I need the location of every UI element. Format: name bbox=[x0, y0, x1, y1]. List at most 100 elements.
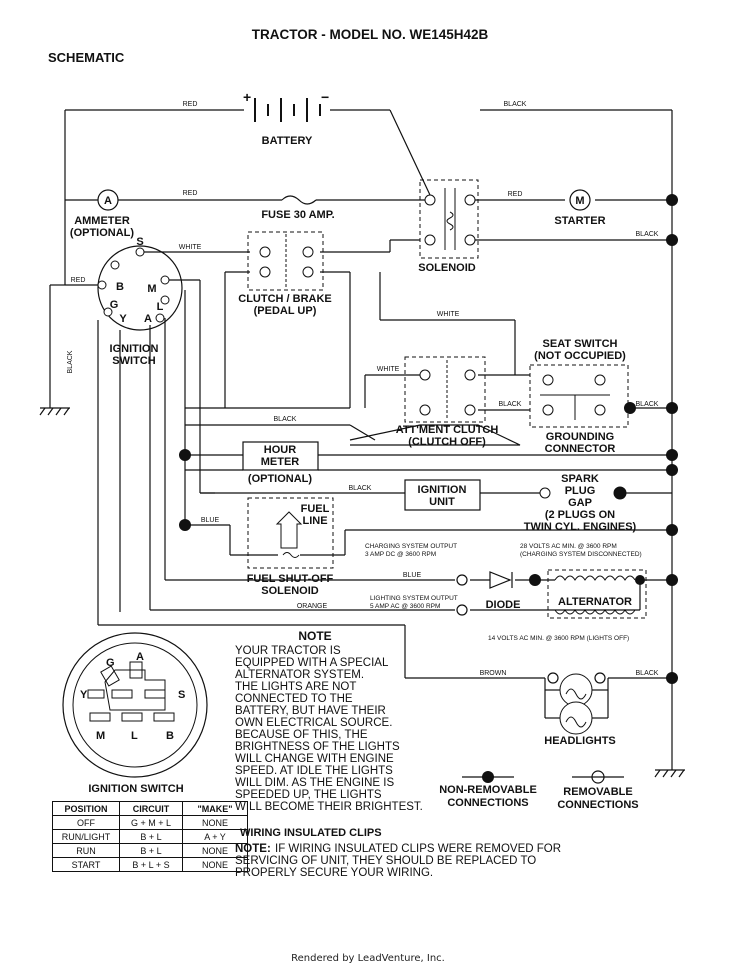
seat-switch-label: SEAT SWITCH bbox=[543, 338, 618, 350]
ignition-unit-sub: UNIT bbox=[429, 496, 455, 508]
table-cell: OFF bbox=[52, 815, 120, 830]
ignition-switch-sub: SWITCH bbox=[112, 355, 155, 367]
switch-letter-a: A bbox=[136, 651, 144, 663]
wire-red-4: RED bbox=[71, 277, 86, 284]
battery-symbol bbox=[254, 98, 321, 122]
table-cell: NONE bbox=[182, 857, 248, 872]
note-line: ALTERNATOR SYSTEM. bbox=[235, 669, 364, 681]
wire-red-1: RED bbox=[183, 101, 198, 108]
attment-clutch-label: ATT'MENT CLUTCH bbox=[396, 424, 499, 436]
spec-charging-1: CHARGING SYSTEM OUTPUT bbox=[365, 543, 457, 550]
wire-black-4: BLACK bbox=[274, 416, 297, 423]
headlights-label: HEADLIGHTS bbox=[544, 735, 616, 747]
table-cell: RUN/LIGHT bbox=[52, 829, 120, 844]
table-row: RUN B + L NONE bbox=[52, 843, 248, 858]
note-line: WILL CHANGE WITH ENGINE bbox=[235, 753, 394, 765]
non-removable-label: NON-REMOVABLE bbox=[439, 784, 537, 796]
wire-black-6: BLACK bbox=[636, 401, 659, 408]
wiring-clips-line: IF WIRING INSULATED CLIPS WERE REMOVED F… bbox=[275, 843, 561, 855]
note-line: YOUR TRACTOR IS bbox=[235, 645, 341, 657]
note-line: SPEED. AT IDLE THE LIGHTS bbox=[235, 765, 393, 777]
ammeter-optional-label: (OPTIONAL) bbox=[70, 227, 134, 239]
wire-white-3: WHITE bbox=[377, 366, 400, 373]
wire-brown: BROWN bbox=[480, 670, 507, 677]
wire-red-2: RED bbox=[183, 190, 198, 197]
ignition-switch-face bbox=[62, 632, 208, 778]
wire-black-7: BLACK bbox=[349, 485, 372, 492]
removable-label: REMOVABLE bbox=[563, 786, 632, 798]
table-cell: A + Y bbox=[182, 829, 248, 844]
note-line: OWN ELECTRICAL SOURCE. bbox=[235, 717, 392, 729]
section-title: SCHEMATIC bbox=[48, 50, 125, 65]
table-cell: B + L + S bbox=[119, 857, 183, 872]
spark-gap-right bbox=[613, 486, 627, 500]
spark-gap-left bbox=[539, 487, 551, 499]
spark-label-2: PLUG bbox=[565, 485, 596, 497]
seat-switch-sub: (NOT OCCUPIED) bbox=[534, 350, 626, 362]
fuel-shutoff-sub: SOLENOID bbox=[261, 585, 319, 597]
ignition-unit-box bbox=[404, 479, 481, 511]
hour-meter-optional: (OPTIONAL) bbox=[248, 473, 312, 485]
switch-letter-y: Y bbox=[80, 689, 88, 701]
fuel-shutoff-solenoid bbox=[247, 497, 334, 569]
switch-diagram-title: IGNITION SWITCH bbox=[88, 783, 183, 795]
table-cell: G + M + L bbox=[119, 815, 183, 830]
fuse-label: FUSE 30 AMP. bbox=[261, 209, 334, 221]
wire-black-8: BLACK bbox=[636, 670, 659, 677]
removable-sub: CONNECTIONS bbox=[557, 799, 638, 811]
spark-label-4: (2 PLUGS ON bbox=[545, 509, 615, 521]
note-line: CONNECTED TO THE bbox=[235, 693, 353, 705]
wiring-clips-line: SERVICING OF UNIT, THEY SHOULD BE REPLAC… bbox=[235, 855, 536, 867]
seat-switch bbox=[529, 364, 629, 428]
ignition-switch-symbol bbox=[97, 245, 183, 331]
spec-charging-2: 3 AMP DC @ 3600 RPM bbox=[365, 551, 436, 558]
wire-black-3: BLACK bbox=[67, 350, 74, 373]
spec-lighting-1: LIGHTING SYSTEM OUTPUT bbox=[370, 595, 458, 602]
table-row: OFF G + M + L NONE bbox=[52, 815, 248, 830]
note-line: BRIGHTNESS OF THE LIGHTS bbox=[235, 741, 400, 753]
spark-label-3: GAP bbox=[568, 497, 592, 509]
spec-lighting-2: 5 AMP AC @ 3600 RPM bbox=[370, 603, 440, 610]
solenoid-symbol bbox=[419, 179, 479, 259]
spec-28vac-1: 28 VOLTS AC MIN. @ 3600 RPM bbox=[520, 543, 617, 550]
wire-black-2: BLACK bbox=[636, 231, 659, 238]
ignition-unit-label: IGNITION bbox=[418, 484, 467, 496]
table-cell: NONE bbox=[182, 815, 248, 830]
terminal-l: L bbox=[157, 301, 164, 313]
spark-label-1: SPARK bbox=[561, 473, 599, 485]
note-line: SPEEDED UP, THE LIGHTS bbox=[235, 789, 382, 801]
terminal-g: G bbox=[110, 299, 119, 311]
wiring-clips-title: WIRING INSULATED CLIPS bbox=[240, 827, 382, 839]
note-line: BATTERY, BUT HAVE THEIR bbox=[235, 705, 386, 717]
table-cell: RUN bbox=[52, 843, 120, 858]
fuel-shutoff-label: FUEL SHUT-OFF bbox=[247, 573, 334, 585]
note-line: EQUIPPED WITH A SPECIAL bbox=[235, 657, 389, 669]
headlight-bottom bbox=[559, 701, 593, 735]
note-title: NOTE bbox=[298, 629, 331, 643]
spec-14vac: 14 VOLTS AC MIN. @ 3600 RPM (LIGHTS OFF) bbox=[488, 635, 629, 642]
battery-plus: + bbox=[243, 89, 251, 105]
footer-credit: Rendered by LeadVenture, Inc. bbox=[291, 953, 445, 964]
note-line: WILL DIM. AS THE ENGINE IS bbox=[235, 777, 394, 789]
terminal-y: Y bbox=[119, 313, 127, 325]
ignition-switch-label: IGNITION bbox=[110, 343, 159, 355]
wire-white-2: WHITE bbox=[437, 311, 460, 318]
diode-symbol bbox=[489, 571, 513, 589]
spark-label-5: TWIN CYL. ENGINES) bbox=[524, 521, 637, 533]
switch-letter-s: S bbox=[178, 689, 185, 701]
attachment-clutch-switch bbox=[404, 356, 486, 423]
page-title: TRACTOR - MODEL NO. WE145H42B bbox=[252, 27, 489, 42]
fuel-line-label: FUEL bbox=[301, 503, 330, 515]
note-body: YOUR TRACTOR IS EQUIPPED WITH A SPECIAL … bbox=[235, 645, 423, 813]
fuse-symbol bbox=[281, 195, 317, 205]
diode-label: DIODE bbox=[486, 599, 521, 611]
wire-black-1: BLACK bbox=[504, 101, 527, 108]
grounding-label: GROUNDING bbox=[546, 431, 614, 443]
table-row: RUN/LIGHT B + L A + Y bbox=[52, 829, 248, 844]
table-cell: B + L bbox=[119, 843, 183, 858]
wire-red-3: RED bbox=[508, 191, 523, 198]
wire-blue-1: BLUE bbox=[201, 517, 220, 524]
starter-symbol bbox=[569, 189, 591, 211]
